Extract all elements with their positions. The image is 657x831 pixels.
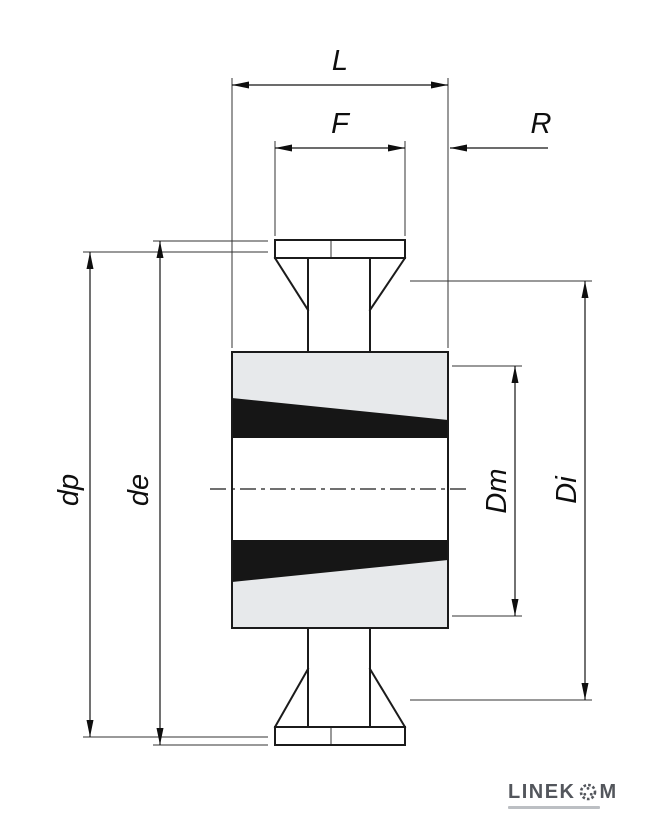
dim-label-Dm: Dm bbox=[481, 468, 513, 513]
dim-label-Di: Di bbox=[551, 475, 583, 504]
pulley-cross-section bbox=[210, 239, 470, 746]
taper-bush-lower bbox=[232, 540, 448, 582]
linekom-logo: LINEK M bbox=[508, 782, 618, 809]
logo-tagline-microtext bbox=[508, 806, 600, 809]
dim-label-F: F bbox=[331, 108, 351, 140]
bottom-flange-assembly bbox=[273, 627, 407, 746]
extension-lines bbox=[83, 78, 592, 746]
gear-o-icon bbox=[579, 783, 596, 801]
logo-text-right: M bbox=[599, 781, 618, 803]
dim-label-dp: dp bbox=[53, 474, 85, 506]
dim-label-L: L bbox=[332, 45, 348, 77]
hub-body-outline bbox=[231, 351, 449, 629]
logo-text-left: LINEK bbox=[508, 781, 576, 803]
dimension-lines bbox=[86, 81, 589, 745]
top-flange-assembly bbox=[273, 239, 407, 353]
linekom-logo-row: LINEK M bbox=[508, 782, 618, 802]
taper-bush-upper bbox=[232, 398, 448, 438]
dim-label-de: de bbox=[123, 474, 155, 506]
dim-label-R: R bbox=[531, 108, 552, 140]
